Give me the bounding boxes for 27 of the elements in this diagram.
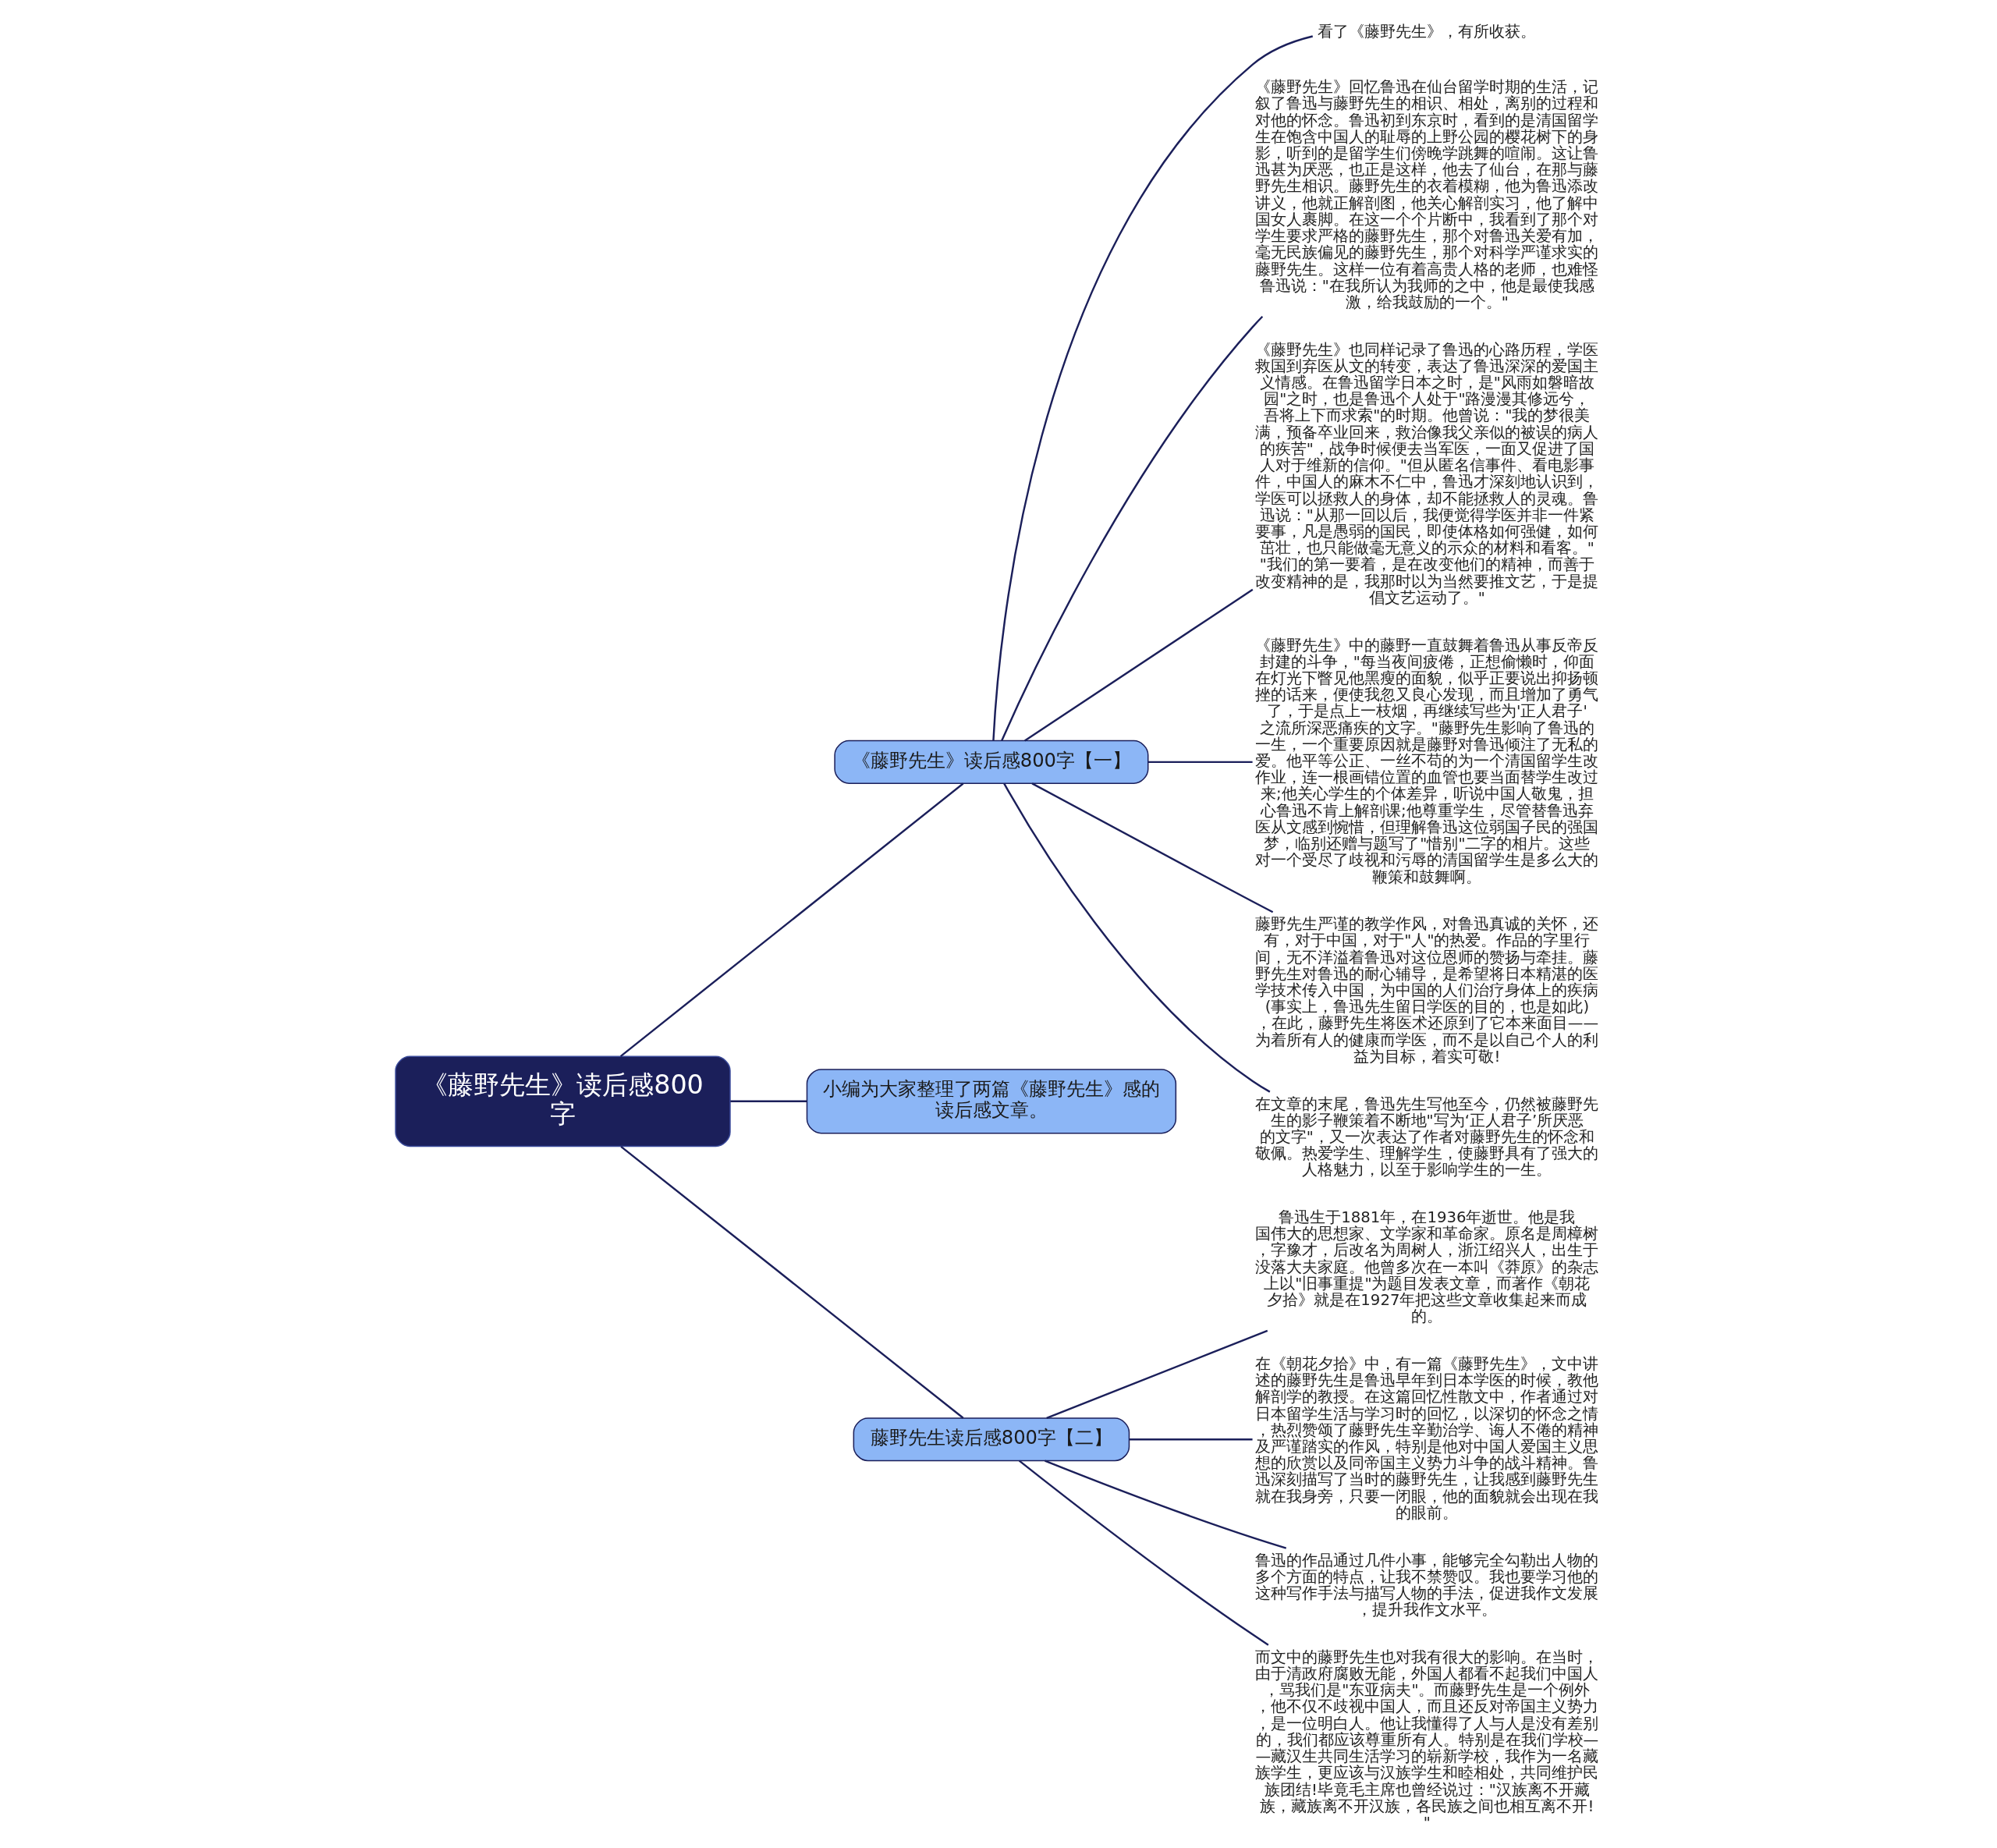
node-text: 《藤野先生》回忆鲁迅在仙台留学时期的生活，记叙了鲁迅与藤野先生的相识、相处，离别的过程和对他的怀念。鲁迅初到东京时，看到的是清国留学生在饱含中国人的耻辱的上野公园的樱花树下的身影，听到的是留学生们傍晚学跳舞的喧闹。这让鲁迅甚为厌恶，也正是这样，他去了仙台，在那与藤野先生相识。藤野先生的衣着模糊，他为鲁迅添改讲义，他就正解剖图，他关心解剖实习，他了解中国女人裹脚。在这一个个片断中，我看到了那个对学生要求严格的藤野先生，那个对鲁迅关爱有加，毫无民族偏见的藤野先生，那个对科学严谨求实的藤野先生。这样一位有着高贵人格的老师，也难怪鲁迅说："在我所认为我师的之中，他是最使我感激，给我鼓励的一个。" (1255, 78, 1599, 311)
node-text: 《藤野先生》也同样记录了鲁迅的心路历程，学医救国到弃医从文的转变，表达了鲁迅深深的爱国主义情感。在鲁迅留学日本之时，是"风雨如磐暗故园"之时，也是鲁迅个人处于"路漫漫其修远兮，吾将上下而求索"的时期。他曾说："我的梦很美满，预备卒业回来，救治像我父亲似的被误的病人的疾苦"，战争时候便去当军医，一面又促进了国人对于维新的信仰。"但从匿名信事件、看电影事件，中国人的麻木不仁中，鲁迅才深刻地认识到，学医可以拯救人的身体，却不能拯救人的灵魂。鲁迅说："从那一回以后，我便觉得学医并非一件紧要事，凡是愚弱的国民，即使体格如何强健，如何茁壮，也只能做毫无意义的示众的材料和看客。""我们的第一要着，是在改变他们的精神，而善于改变精神的是，我那时以为当然要推文艺，于是提倡文艺运动了。" (1255, 340, 1599, 607)
connector (1024, 588, 1254, 742)
node-box: 《藤野先生》读后感800字 (395, 1055, 731, 1147)
connector (992, 35, 1314, 741)
node-text: 鲁迅的作品通过几件小事，能够完全勾勒出人物的多个方面的特点，让我不禁赞叹。我也要学习他的这种写作手法与描写人物的手法，促进我作文发展，提升我作文水平。 (1255, 1551, 1599, 1619)
node-text: 在《朝花夕拾》中，有一篇《藤野先生》，文中讲述的藤野先生是鲁迅早年到日本学医的时候，教他解剖学的教授。在这篇回忆性散文中，作者通过对日本留学生活与学习时的回忆，以深切的怀念之情，热烈赞颂了藤野先生辛勤治学、诲人不倦的精神及严谨踏实的作风，特别是他对中国人爱国主义思想的欣赏以及同帝国主义势力斗争的战斗精神。鲁迅深刻描写了当时的藤野先生，让我感到藤野先生就在我身旁，只要一闭眼，他的面貌就会出现在我的眼前。 (1255, 1354, 1599, 1522)
connector (1129, 1438, 1253, 1441)
node-text: 看了《藤野先生》，有所收获。 (1318, 22, 1537, 41)
connector (619, 782, 964, 1058)
node-text: 而文中的藤野先生也对我有很大的影响。在当时，由于清政府腐败无能，外国人都看不起我们中国人，骂我们是"东亚病夫"。而藤野先生是一个例外，他不仅不歧视中国人，而且还反对帝国主义势力，是一位明白人。他让我懂得了人与人是没有差别的，我们都应该尊重所有人。特别是在我们学校——藏汉生共同生活学习的崭新学校，我作为一名藏族学生，更应该与汉族学生和睦相处，共同维护民族团结!毕竟毛主席也曾经说过："汉族离不开藏族，藏族离不开汉族，各民族之间也相互离不开!" (1255, 1648, 1599, 1832)
node-text: 藤野先生严谨的教学作风，对鲁迅真诚的关怀，还有，对于中国，对于"人"的热爱。作品的字里行间，无不洋溢着鲁迅对这位恩师的赞扬与牵挂。藤野先生对鲁迅的耐心辅导，是希望将日本精湛的医学技术传入中国，为中国的人们治疗身体上的疾病(事实上，鲁迅先生留日学医的目的，也是如此)，在此，藤野先生将医术还原到了它本来面目——为着所有人的健康而学医，而不是以自己个人的利益为目标，着实可敬! (1255, 915, 1599, 1066)
node-box: 《藤野先生》读后感800字【一】 (834, 740, 1149, 784)
connector (620, 1145, 964, 1419)
node-box: 小编为大家整理了两篇《藤野先生》感的读后感文章。 (806, 1069, 1177, 1134)
connector (1031, 782, 1274, 913)
node-text: 《藤野先生》中的藤野一直鼓舞着鲁迅从事反帝反封建的斗争，"每当夜间疲倦，正想偷懒时，仰面在灯光下瞥见他黑瘦的面貌，似乎正要说出抑扬顿挫的话来，便使我忽又良心发现，而且增加了勇气了，于是点上一枝烟，再继续写些为'正人君子'之流所深恶痛疾的文字。"藤野先生影响了鲁迅的一生，一个重要原因就是藤野对鲁迅倾注了无私的爱。他平等公正、一丝不苟的为一个清国留学生改作业，连一根画错位置的血管也要当面替学生改过来;他关心学生的个体差异，听说中国人敬鬼，担心鲁迅不肯上解剖课;他尊重学生，尽管替鲁迅弃医从文感到惋惜，但理解鲁迅这位弱国子民的强国梦，临别还赠与题写了"惜别"二字的相片。这些对一个受尽了歧视和污辱的清国留学生是多么大的鞭策和鼓舞啊。 (1255, 636, 1599, 886)
connector (1003, 782, 1271, 1093)
connector (1001, 315, 1264, 741)
connector (1147, 761, 1253, 764)
connector (1046, 1329, 1268, 1420)
node-text: 鲁迅生于1881年，在1936年逝世。他是我国伟大的思想家、文学家和革命家。原名是周樟树，字豫才，后改名为周树人，浙江绍兴人，出生于没落大夫家庭。他曾多次在一本叫《莽原》的杂志上以"旧事重提"为题目发表文章，而著作《朝花夕拾》就是在1927年把这些文章收集起来而成的。 (1255, 1208, 1599, 1326)
node-box: 藤野先生读后感800字【二】 (853, 1417, 1130, 1462)
node-text: 在文章的末尾，鲁迅先生写他至今，仍然被藤野先生的影子鞭策着不断地"写为‘正人君子’所厌恶的文字"，又一次表达了作者对藤野先生的怀念和敬佩。热爱学生、理解学生，使藤野具有了强大的人格魅力，以至于影响学生的一生。 (1255, 1094, 1599, 1179)
connector (730, 1100, 807, 1103)
connector (1045, 1460, 1287, 1549)
connector (1018, 1460, 1269, 1646)
